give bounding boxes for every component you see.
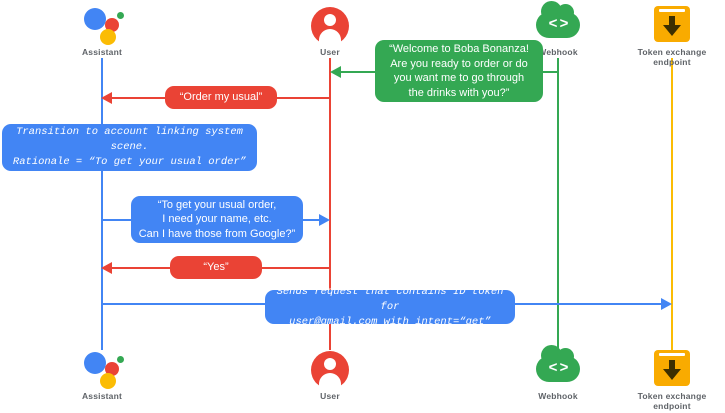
arrow-head-order-my-usual <box>101 92 112 104</box>
actor-label-assistant: Assistant <box>81 391 123 401</box>
lifeline-webhook <box>557 58 559 350</box>
arrow-head-sends-request <box>661 298 672 310</box>
actor-label-token-exchange-endpoint: Token exchange endpoint <box>637 47 707 67</box>
download-arrow-shaft <box>669 360 675 371</box>
actor-label-user: User <box>320 47 340 57</box>
message-bubble-ask-for-name: “To get your usual order, I need your na… <box>131 196 303 243</box>
actor-label-webhook: Webhook <box>538 391 578 401</box>
message-bubble-sends-request: Sends request that contains ID token for… <box>265 286 515 328</box>
assistant-dot-yellow <box>100 29 116 45</box>
download-box-icon <box>612 4 725 44</box>
actor-endpoint-bottom: Token exchange endpoint <box>612 348 725 411</box>
download-arrow-head <box>663 369 681 380</box>
endpoint-lid <box>659 353 685 356</box>
message-text-order-my-usual: “Order my usual” <box>179 91 263 104</box>
actor-user-top: User <box>270 4 390 57</box>
user-avatar <box>311 7 349 45</box>
cloud-code-icon: < > <box>498 345 618 388</box>
cloud-shape <box>536 1 580 38</box>
download-arrow-head <box>663 25 681 36</box>
actor-webhook-top: < > Webhook <box>498 1 618 57</box>
code-brackets-glyph: < > <box>548 15 569 32</box>
actor-label-webhook: Webhook <box>538 47 578 57</box>
endpoint-box <box>654 350 690 386</box>
message-bubble-welcome: “Welcome to Boba Bonanza! Are you ready … <box>375 40 543 102</box>
download-arrow-shaft <box>669 16 675 27</box>
assistant-dot-green <box>117 12 124 19</box>
cloud-shape <box>536 345 580 382</box>
actor-assistant-bottom: Assistant <box>42 348 162 401</box>
user-avatar <box>311 351 349 389</box>
cloud-code-icon: < > <box>498 1 618 44</box>
message-bubble-transition-note: Transition to account linking system sce… <box>2 124 257 171</box>
download-box-icon <box>612 348 725 388</box>
actor-label-assistant: Assistant <box>81 47 123 57</box>
google-assistant-icon <box>42 4 162 45</box>
user-avatar-icon <box>270 4 390 45</box>
message-bubble-order-my-usual: “Order my usual” <box>165 86 277 109</box>
code-brackets-glyph: < > <box>548 359 569 376</box>
assistant-dot-yellow <box>100 373 116 389</box>
assistant-dot-green <box>117 356 124 363</box>
lifeline-token-exchange-endpoint <box>671 58 673 350</box>
endpoint-lid <box>659 9 685 12</box>
assistant-dot-red <box>105 18 119 32</box>
arrow-head-yes <box>101 262 112 274</box>
assistant-dot-blue <box>84 352 106 374</box>
actor-webhook-bottom: < > Webhook <box>498 345 618 401</box>
assistant-dot-blue <box>84 8 106 30</box>
message-text-yes: “Yes” <box>203 261 229 274</box>
arrow-head-ask-for-name <box>319 214 330 226</box>
actor-label-token-exchange-endpoint: Token exchange endpoint <box>637 391 707 411</box>
arrow-head-welcome <box>330 66 341 78</box>
endpoint-box <box>654 6 690 42</box>
actor-label-user: User <box>320 391 340 401</box>
actor-endpoint-top: Token exchange endpoint <box>612 4 725 67</box>
actor-assistant-top: Assistant <box>42 4 162 57</box>
message-text-welcome: “Welcome to Boba Bonanza! Are you ready … <box>389 43 529 99</box>
assistant-dot-red <box>105 362 119 376</box>
message-bubble-yes: “Yes” <box>170 256 262 279</box>
user-avatar-icon <box>270 348 390 389</box>
message-text-transition-note: Transition to account linking system sce… <box>12 126 247 168</box>
lifeline-assistant <box>101 58 103 350</box>
lifeline-user <box>329 58 331 350</box>
google-assistant-icon <box>42 348 162 389</box>
actor-user-bottom: User <box>270 348 390 401</box>
message-text-ask-for-name: “To get your usual order, I need your na… <box>138 198 296 240</box>
message-text-sends-request: Sends request that contains ID token for… <box>276 285 504 328</box>
